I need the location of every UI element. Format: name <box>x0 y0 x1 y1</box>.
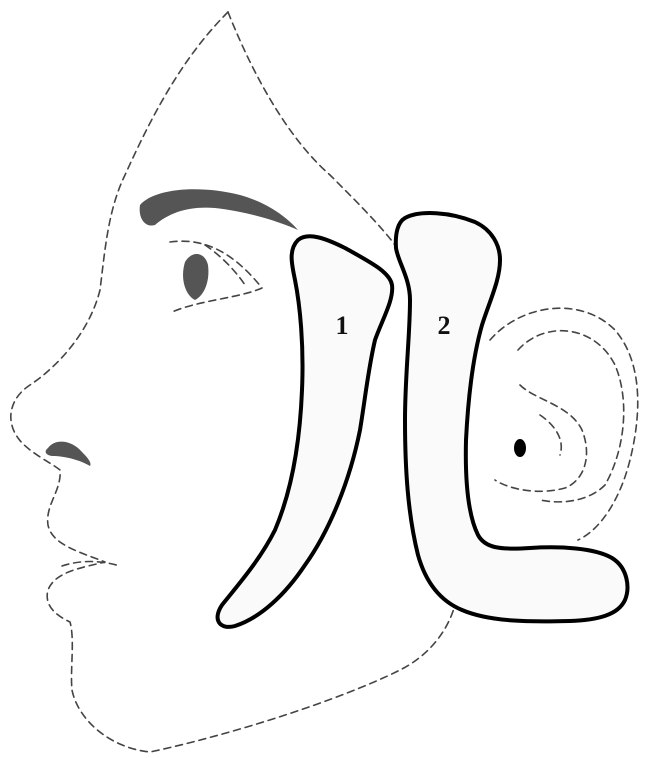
ear-canal <box>514 439 526 457</box>
eyebrow-shape <box>140 189 298 230</box>
nostril-shape <box>46 442 91 466</box>
region-2-label: 2 <box>438 311 451 340</box>
face-profile-outline <box>11 12 455 752</box>
region-1-shape <box>218 236 393 627</box>
ear-outline <box>490 308 638 540</box>
eye-icon <box>170 241 262 312</box>
region-2-shape <box>396 213 628 621</box>
region-1-label: 1 <box>336 311 349 340</box>
